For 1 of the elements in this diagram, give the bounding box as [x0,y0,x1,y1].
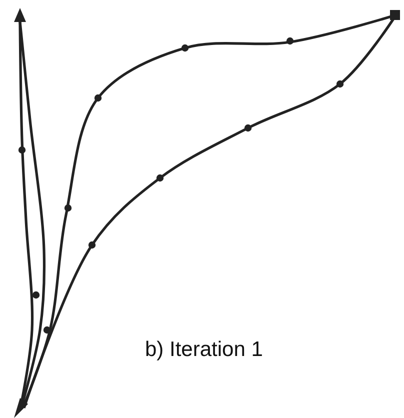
figure-caption: b) Iteration 1 [145,338,263,362]
